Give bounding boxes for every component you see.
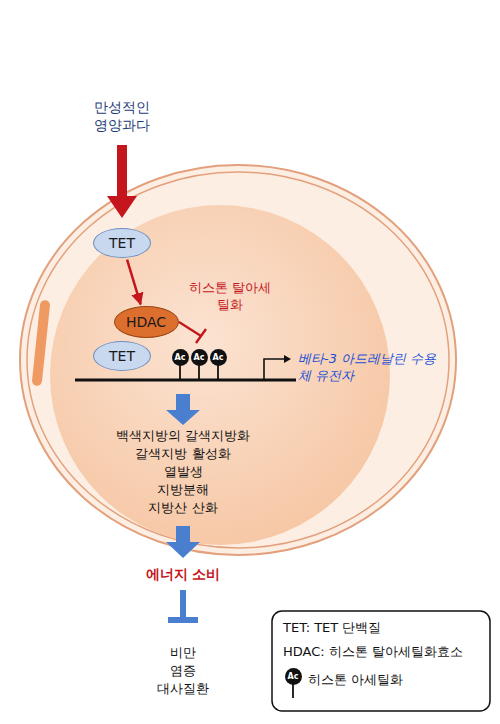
inhibition-bar	[168, 617, 198, 623]
effect-item: 백색지방의 갈색지방화	[73, 428, 293, 445]
legend-entry: TET: TET 단백질	[283, 619, 381, 637]
acetyl-stem	[217, 365, 219, 380]
legend-frame	[272, 611, 490, 711]
legend-acetyl-stem	[292, 684, 294, 698]
protein-ellipse: TET	[93, 228, 151, 258]
dna-strand	[75, 379, 296, 382]
input-label: 만성적인 영양과다	[87, 98, 157, 134]
node-text: Ac	[194, 353, 205, 362]
organelle	[32, 300, 51, 387]
transcription-arrowhead	[284, 355, 291, 363]
effect-item: 열발생	[73, 464, 293, 481]
process-label: 히스톤 탈아세틸화	[185, 280, 275, 314]
inhibition-line	[179, 322, 201, 336]
effect-item: 갈색지방 활성화	[73, 446, 293, 463]
effect-item: 지방분해	[73, 482, 293, 499]
acetyl-stem	[179, 365, 181, 380]
acetyl-mark: Ac	[191, 349, 208, 366]
transcription-start	[264, 359, 284, 380]
activation-arrow	[127, 260, 141, 305]
disease-item: 염증	[103, 663, 263, 680]
enzyme-ellipse: HDAC	[114, 306, 179, 338]
acetyl-stem	[198, 365, 200, 380]
node-text: Ac	[213, 353, 224, 362]
cell-membrane	[20, 165, 456, 555]
flow-arrow	[166, 526, 200, 558]
inhibition-stem	[180, 590, 186, 618]
gene-label: 베타-3 아드레날린 수용체 유전자	[298, 351, 446, 385]
node-text: Ac	[175, 353, 186, 362]
node-text: TET	[109, 348, 135, 364]
cell-membrane-inner	[27, 172, 449, 548]
protein-ellipse: TET	[93, 341, 151, 371]
input-arrow	[107, 145, 137, 218]
node-text: HDAC	[126, 314, 166, 330]
node-text: TET	[109, 235, 135, 251]
legend-entry: HDAC: 히스톤 탈아세틸화효소	[283, 643, 463, 661]
acetyl-mark: Ac	[172, 349, 189, 366]
flow-arrow	[166, 394, 200, 425]
legend-acetyl-icon: Ac	[285, 668, 302, 685]
legend-entry: 히스톤 아세틸화	[308, 671, 403, 689]
disease-item: 대사질환	[103, 681, 263, 698]
outcome-label: 에너지 소비	[83, 565, 283, 583]
effect-item: 지방산 산화	[73, 500, 293, 517]
inhibition-bar	[196, 329, 206, 343]
acetyl-mark: Ac	[210, 349, 227, 366]
disease-item: 비만	[103, 645, 263, 662]
